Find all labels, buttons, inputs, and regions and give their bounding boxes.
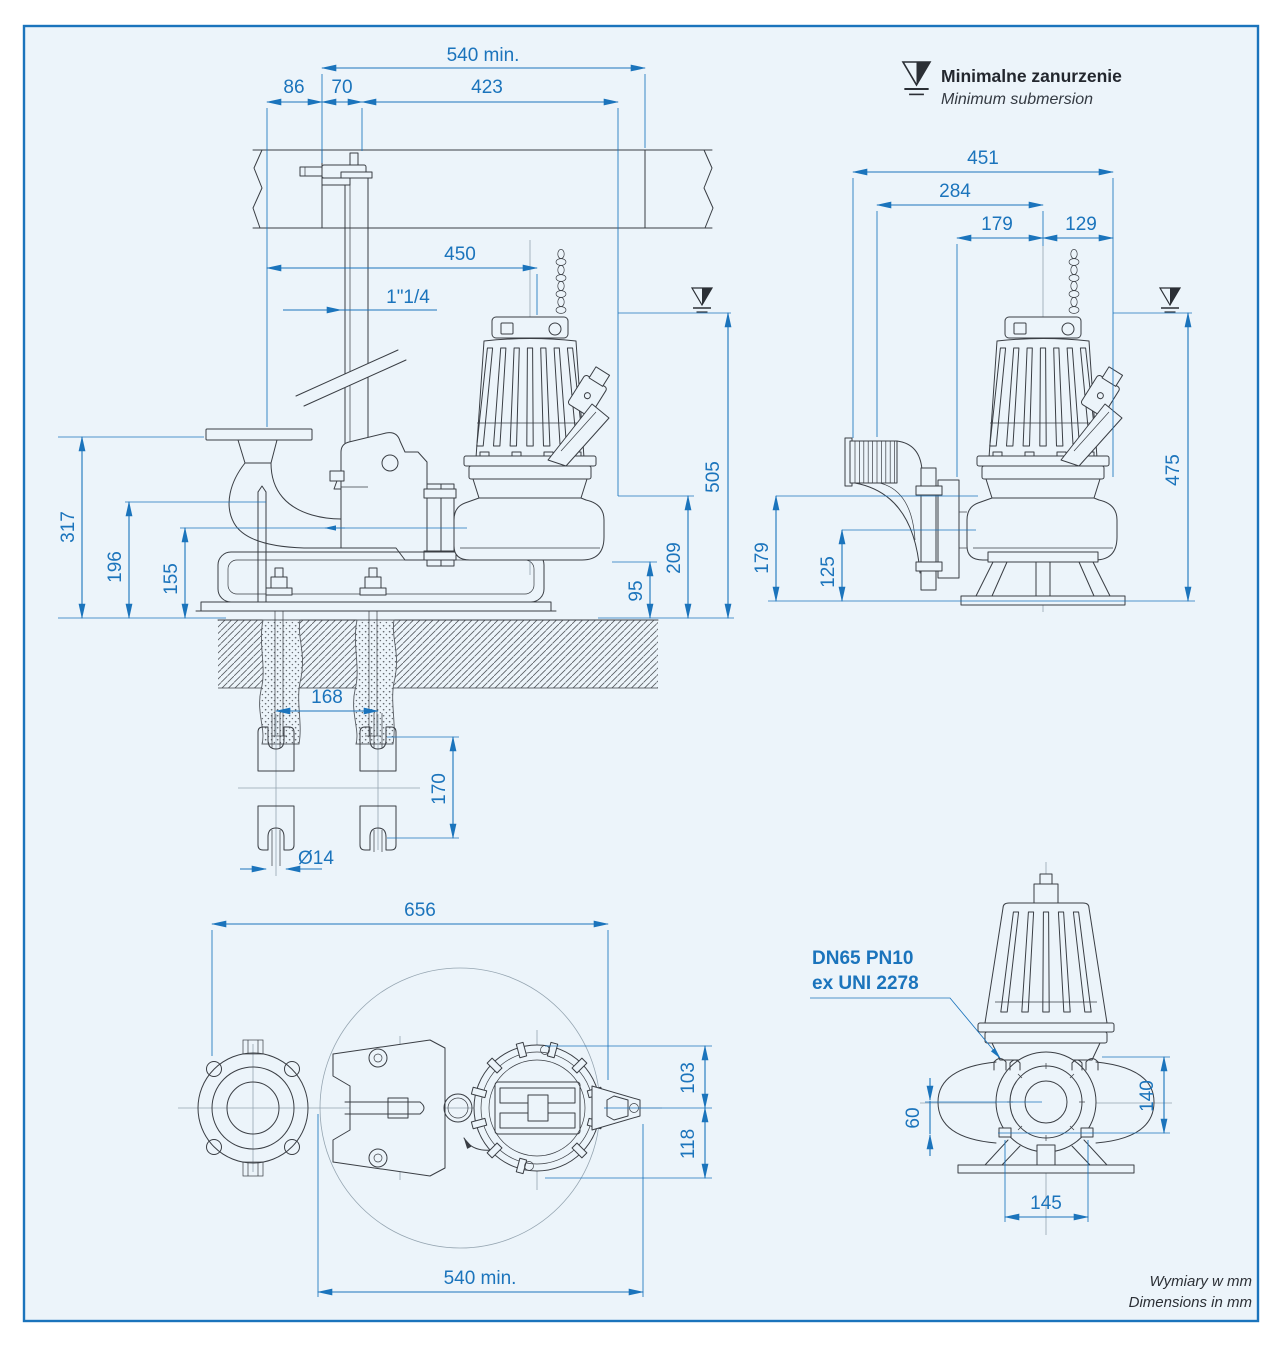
dim-label-top-span: 540 min. [447, 45, 520, 66]
plan-view: 656 103 118 540 min. [178, 900, 712, 1297]
floor-section [217, 611, 659, 745]
dim-label-125: 125 [818, 556, 839, 588]
dim-label-450: 450 [444, 244, 476, 265]
anchor-bolt [265, 567, 293, 596]
plan-dimensions: 656 103 118 540 min. [210, 900, 712, 1297]
hose-and-elbow [844, 437, 967, 591]
footer-line1: Wymiary w mm [1150, 1273, 1252, 1290]
guide-rail [295, 177, 407, 490]
side-view-dimensions: 540 min. 86 70 423 450 1"1/4 317 196 155… [58, 45, 734, 620]
foot-bolt [1080, 1127, 1094, 1138]
dim-label-95: 95 [626, 580, 647, 601]
callout-leader [810, 997, 1001, 1059]
legend-title: Minimalne zanurzenie [941, 66, 1122, 86]
foot-bolt [998, 1127, 1012, 1138]
legend-subtitle: Minimum submersion [941, 91, 1093, 108]
coupling-bracket-plan [332, 1039, 493, 1177]
dim-label-118: 118 [678, 1129, 699, 1159]
dim-label-656: 656 [404, 900, 436, 921]
dim-label-70: 70 [331, 77, 352, 98]
dim-label-140: 140 [1137, 1080, 1158, 1112]
rail-top-bracket [299, 152, 373, 186]
rotation-arrow [463, 1137, 493, 1151]
hose-view-dimensions: 451 284 179 129 475 179 125 [752, 148, 1195, 603]
dim-label-129: 129 [1065, 214, 1097, 235]
discharge-flange-plan [197, 1039, 309, 1177]
detail-dimensions: 168 170 Ø14 [240, 687, 459, 873]
dim-label-505: 505 [703, 461, 724, 493]
dim-label-179: 179 [981, 214, 1013, 235]
dim-label-209: 209 [664, 542, 685, 574]
dim-label-423: 423 [471, 77, 503, 98]
dim-label-179-left: 179 [752, 542, 773, 574]
dim-label-155: 155 [161, 563, 182, 595]
hose-view: 451 284 179 129 475 179 125 [752, 148, 1195, 612]
bolt-studs [271, 713, 383, 866]
dim-label-284: 284 [939, 181, 971, 202]
dim-label-d14: Ø14 [298, 848, 334, 869]
side-view: 540 min. 86 70 423 450 1"1/4 317 196 155… [58, 45, 734, 745]
dim-label-168: 168 [311, 687, 343, 708]
footer-line2: Dimensions in mm [1129, 1294, 1252, 1311]
dim-label-170: 170 [429, 773, 450, 805]
volute-side-pod [1095, 1061, 1155, 1144]
pump-front [937, 873, 1155, 1174]
anchor-studs [271, 611, 381, 737]
front-view: DN65 PN10 ex UNI 2278 145 140 60 [810, 862, 1172, 1235]
callout-line1: DN65 PN10 [812, 948, 913, 969]
dim-label-86: 86 [283, 77, 304, 98]
dim-label-475: 475 [1163, 454, 1184, 486]
callout-line2: ex UNI 2278 [812, 973, 919, 994]
dim-label-540-min-bottom: 540 min. [444, 1268, 517, 1289]
anchor-bolt [359, 567, 387, 596]
dim-label-145: 145 [1030, 1193, 1062, 1214]
dim-label-317: 317 [58, 511, 79, 543]
dim-label-196: 196 [105, 551, 126, 583]
guide-rail-plan [443, 1093, 473, 1123]
legend: Minimalne zanurzenie Minimum submersion [902, 61, 1122, 108]
footer-note: Wymiary w mm Dimensions in mm [1129, 1273, 1252, 1311]
dim-label-rail-size: 1"1/4 [386, 287, 430, 308]
dim-label-103: 103 [678, 1062, 699, 1094]
anchor-bolt-detail: 168 170 Ø14 [238, 687, 459, 876]
support-stand [960, 551, 1126, 606]
dim-label-451: 451 [967, 148, 999, 169]
front-view-dimensions: DN65 PN10 ex UNI 2278 145 140 60 [810, 948, 1170, 1222]
dim-label-60: 60 [903, 1107, 924, 1128]
slab-section [252, 149, 714, 229]
pump-plan [470, 1041, 641, 1175]
